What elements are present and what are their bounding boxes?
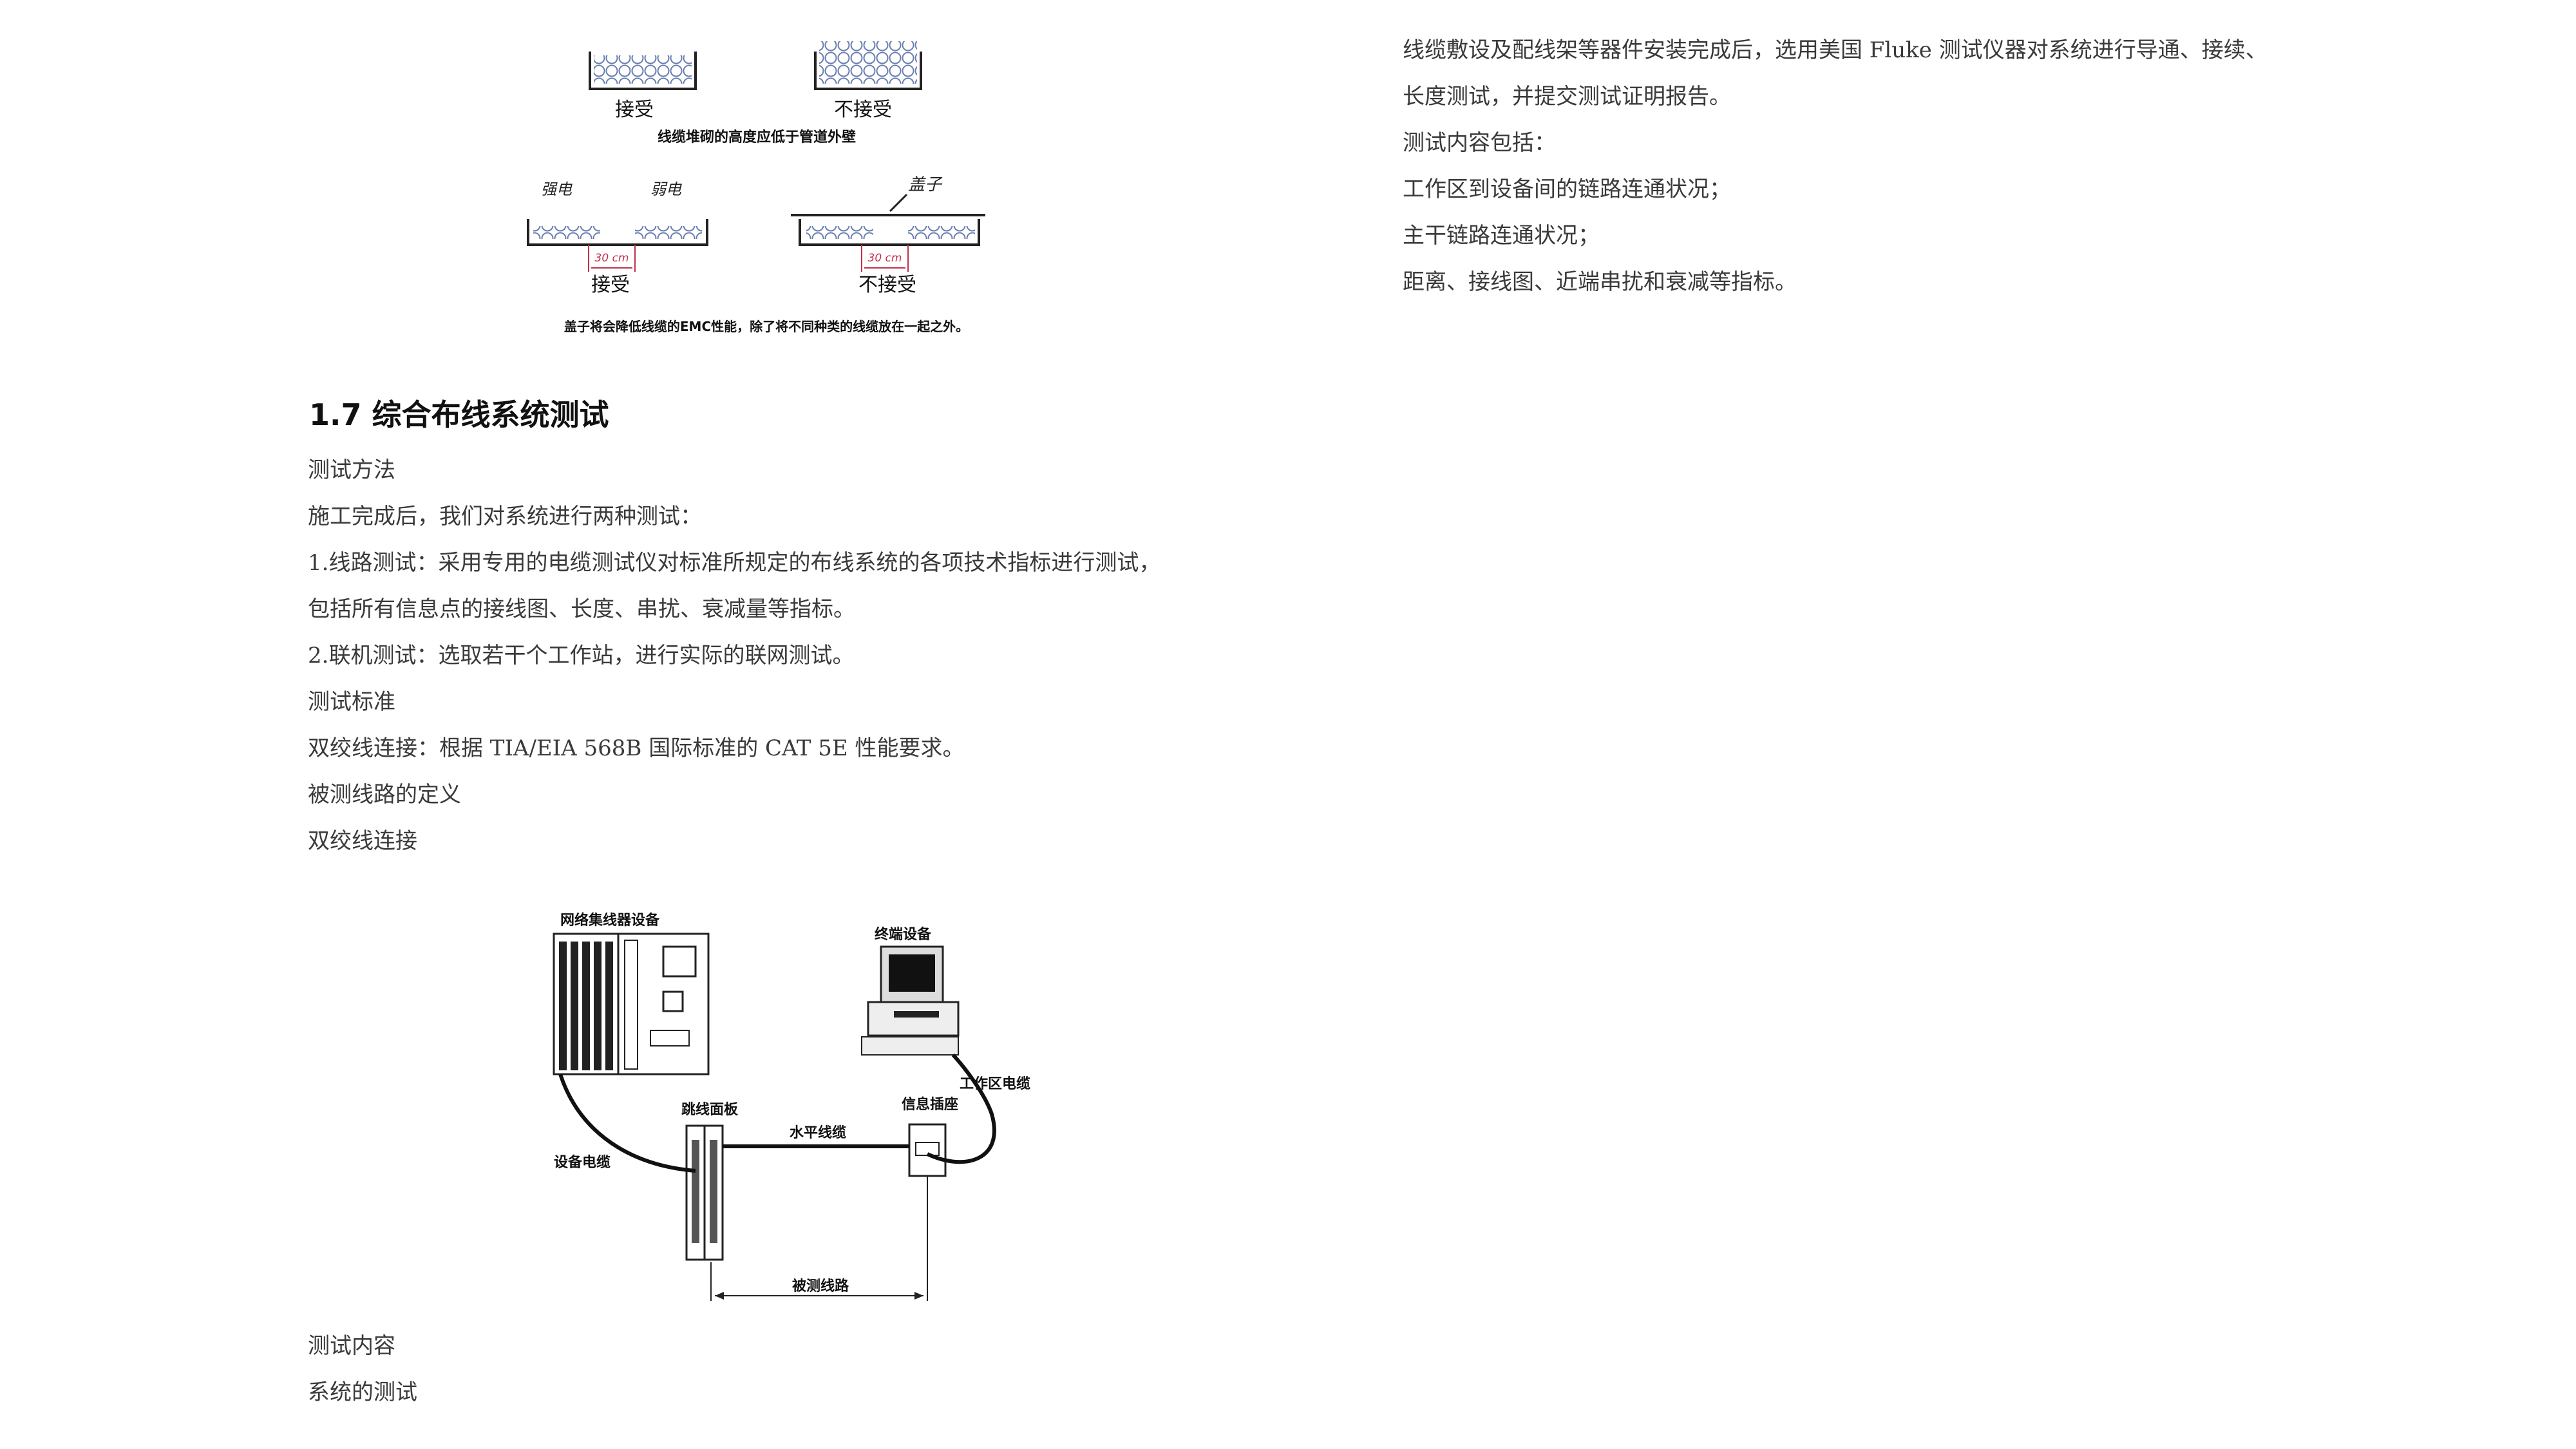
svg-text:30 cm: 30 cm [595, 252, 629, 265]
body-line: 双绞线连接：根据 TIA/EIA 568B 国际标准的 CAT 5E 性能要求。 [308, 735, 965, 761]
body-line: 测试标准 [308, 689, 395, 715]
tested-link-label: 被测线路 [792, 1278, 849, 1294]
cover-label: 盖子 [908, 175, 943, 194]
section-body: 测试方法 施工完成后，我们对系统进行两种测试： 1.线路测试：采用专用的电缆测试… [308, 447, 1312, 864]
dimension-mark-2: 30 cm [861, 245, 909, 272]
body-line: 测试方法 [308, 457, 395, 483]
network-link-diagram: 网络集线器设备 终端设备 工作区电缆 跳线面板 信息插座 水平线缆 [553, 912, 1030, 1301]
weak-power-label: 弱电 [650, 180, 682, 198]
body-line: 2.联机测试：选取若干个工作站，进行实际的联网测试。 [308, 643, 855, 668]
device-cable-label: 设备电缆 [554, 1154, 611, 1171]
body-line: 测试内容包括： [1403, 130, 1556, 156]
patch-panel [685, 1124, 724, 1261]
svg-text:30 cm: 30 cm [868, 252, 902, 265]
tray-covered [791, 214, 985, 246]
hub-device-label: 网络集线器设备 [560, 912, 660, 929]
strong-power-label: 强电 [541, 180, 573, 198]
dimension-mark-1: 30 cm [588, 245, 636, 272]
tray-accept-label: 接受 [615, 99, 654, 121]
bottom-lines: 测试内容 系统的测试 [308, 1323, 1312, 1416]
caption-bottom: 盖子将会降低线缆的EMC性能，除了将不同种类的线缆放在一起之外。 [564, 319, 969, 334]
body-line: 长度测试，并提交测试证明报告。 [1403, 84, 1731, 109]
body-line: 系统的测试 [308, 1379, 417, 1405]
hub-device [553, 933, 710, 1075]
terminal-computer [861, 945, 960, 1056]
tray-open [527, 219, 708, 246]
section-heading: 1.7 综合布线系统测试 [309, 397, 609, 432]
info-outlet [908, 1123, 947, 1177]
body-line: 主干链路连通状况； [1403, 223, 1600, 249]
info-outlet-label: 信息插座 [902, 1096, 958, 1113]
patch-panel-label: 跳线面板 [681, 1101, 739, 1118]
cable-tray-figure: 接受 不接受 线缆堆砌的高度应低于管道外壁 强电 弱电 盖子 30 cm [527, 41, 985, 334]
device-cable-line [558, 1074, 696, 1173]
tray-open-label: 接受 [591, 274, 630, 296]
body-line: 施工完成后，我们对系统进行两种测试： [308, 504, 702, 529]
right-column: 线缆敷设及配线架等器件安装完成后，选用美国 Fluke 测试仪器对系统进行导通、… [1403, 27, 2497, 305]
body-line: 工作区到设备间的链路连通状况； [1403, 176, 1731, 202]
body-line: 双绞线连接 [308, 828, 417, 854]
horizontal-cable-label: 水平线缆 [790, 1124, 846, 1141]
body-line: 线缆敷设及配线架等器件安装完成后，选用美国 Fluke 测试仪器对系统进行导通、… [1403, 37, 2268, 63]
caption-top: 线缆堆砌的高度应低于管道外壁 [658, 129, 856, 146]
tray-covered-label: 不接受 [858, 274, 916, 296]
tray-reject [814, 41, 922, 90]
terminal-device-label: 终端设备 [875, 926, 932, 943]
tray-reject-label: 不接受 [834, 99, 892, 121]
tray-accept [589, 52, 697, 90]
tested-link-dimension [710, 1176, 928, 1301]
body-line: 被测线路的定义 [308, 782, 461, 808]
body-line: 1.线路测试：采用专用的电缆测试仪对标准所规定的布线系统的各项技术指标进行测试， [308, 550, 1161, 576]
body-line: 距离、接线图、近端串扰和衰减等指标。 [1403, 269, 1797, 295]
body-line: 测试内容 [308, 1333, 395, 1359]
work-area-cable-line [926, 1053, 996, 1164]
body-line: 包括所有信息点的接线图、长度、串扰、衰减量等指标。 [308, 596, 855, 622]
